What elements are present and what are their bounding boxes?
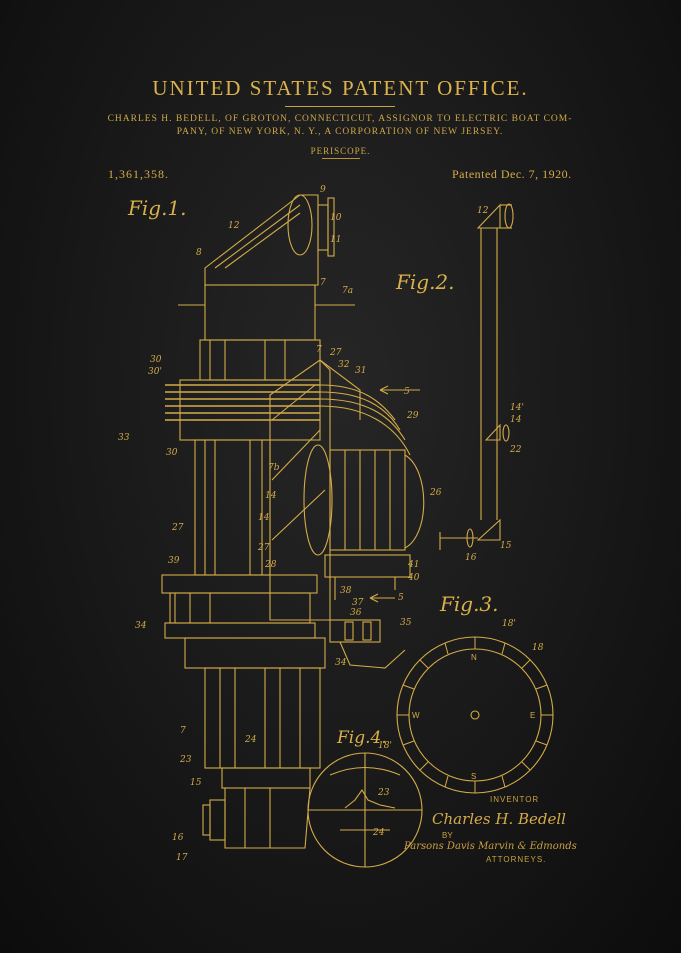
fig2-label: Fig.2. xyxy=(396,270,455,294)
svg-text:15: 15 xyxy=(500,541,512,551)
svg-text:34: 34 xyxy=(135,621,147,631)
inventor-label: INVENTOR xyxy=(490,795,540,804)
svg-text:22: 22 xyxy=(509,445,522,455)
svg-text:14: 14 xyxy=(510,415,522,425)
svg-text:37: 37 xyxy=(352,598,364,608)
svg-text:18: 18 xyxy=(532,643,544,653)
svg-text:16: 16 xyxy=(172,833,184,843)
svg-text:34: 34 xyxy=(335,658,347,668)
svg-text:36: 36 xyxy=(350,608,362,618)
svg-text:35: 35 xyxy=(400,618,412,628)
svg-text:30: 30 xyxy=(150,355,162,365)
by-label: BY xyxy=(442,831,453,840)
svg-text:40: 40 xyxy=(407,573,420,583)
svg-text:5: 5 xyxy=(398,593,404,603)
patent-date: Patented Dec. 7, 1920. xyxy=(452,167,572,181)
svg-text:12: 12 xyxy=(228,221,240,231)
svg-text:16: 16 xyxy=(465,553,477,563)
svg-text:38: 38 xyxy=(340,586,352,596)
svg-text:7: 7 xyxy=(316,345,322,355)
svg-text:24: 24 xyxy=(244,735,257,745)
patent-subtitle: CHARLES H. BEDELL, OF GROTON, CONNECTICU… xyxy=(80,113,600,139)
svg-text:31: 31 xyxy=(355,366,366,376)
svg-text:30: 30 xyxy=(166,448,178,458)
svg-text:W: W xyxy=(412,711,420,720)
inventor-signature: Charles H. Bedell xyxy=(432,810,566,828)
svg-text:11: 11 xyxy=(330,235,341,245)
svg-text:S: S xyxy=(471,772,476,781)
svg-text:14': 14' xyxy=(510,403,524,413)
attorneys-signature: Parsons Davis Marvin & Edmonds xyxy=(404,841,577,852)
fig3-drawing xyxy=(396,636,554,794)
svg-text:30': 30' xyxy=(148,367,162,377)
svg-text:9: 9 xyxy=(320,185,326,195)
svg-text:41: 41 xyxy=(407,560,419,570)
invention-divider xyxy=(322,158,360,159)
svg-text:23: 23 xyxy=(377,788,390,798)
page-title: UNITED STATES PATENT OFFICE. xyxy=(152,76,529,100)
svg-text:E: E xyxy=(530,711,535,720)
subtitle-line-2: PANY, OF NEW YORK, N. Y., A CORPORATION … xyxy=(176,127,504,137)
fig3-label: Fig.3. xyxy=(440,592,499,616)
svg-text:7: 7 xyxy=(180,726,186,736)
svg-text:14: 14 xyxy=(265,491,277,501)
svg-text:17: 17 xyxy=(176,853,188,863)
title-divider xyxy=(285,106,395,107)
svg-text:32: 32 xyxy=(338,360,350,370)
patent-number: 1,361,358. xyxy=(108,167,169,181)
invention-name: PERISCOPE. xyxy=(310,146,371,156)
svg-text:12: 12 xyxy=(477,206,489,216)
fig4-drawing xyxy=(307,752,423,868)
svg-text:27: 27 xyxy=(171,523,184,533)
svg-text:23: 23 xyxy=(179,755,192,765)
fig2-drawing xyxy=(439,203,514,550)
svg-text:27: 27 xyxy=(329,348,342,358)
svg-text:N: N xyxy=(471,653,477,662)
svg-text:10: 10 xyxy=(330,213,342,223)
svg-text:15: 15 xyxy=(190,778,202,788)
svg-text:18': 18' xyxy=(502,619,516,629)
svg-text:14: 14 xyxy=(258,513,270,523)
svg-text:28: 28 xyxy=(264,560,277,570)
fig4-label: Fig.4. xyxy=(337,728,387,748)
svg-text:8: 8 xyxy=(196,248,202,258)
svg-text:27: 27 xyxy=(257,543,270,553)
svg-text:7: 7 xyxy=(320,278,326,288)
svg-text:39: 39 xyxy=(168,556,180,566)
svg-text:7b: 7b xyxy=(268,463,280,473)
svg-text:5: 5 xyxy=(404,387,410,397)
svg-text:29: 29 xyxy=(406,411,419,421)
attorneys-label: ATTORNEYS. xyxy=(486,855,547,864)
svg-text:33: 33 xyxy=(118,433,130,443)
svg-text:26: 26 xyxy=(429,488,442,498)
svg-text:24: 24 xyxy=(372,828,385,838)
fig1-drawing xyxy=(161,194,425,849)
fig1-label: Fig.1. xyxy=(128,196,187,220)
svg-text:18': 18' xyxy=(378,741,392,751)
subtitle-line-1: CHARLES H. BEDELL, OF GROTON, CONNECTICU… xyxy=(107,114,573,124)
svg-text:7a: 7a xyxy=(342,286,353,296)
